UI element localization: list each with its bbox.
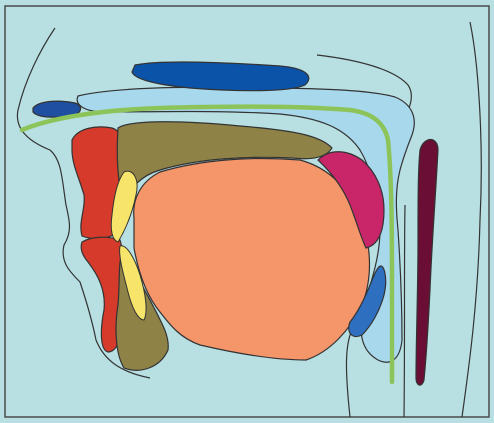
larynx-outline [404,205,405,417]
